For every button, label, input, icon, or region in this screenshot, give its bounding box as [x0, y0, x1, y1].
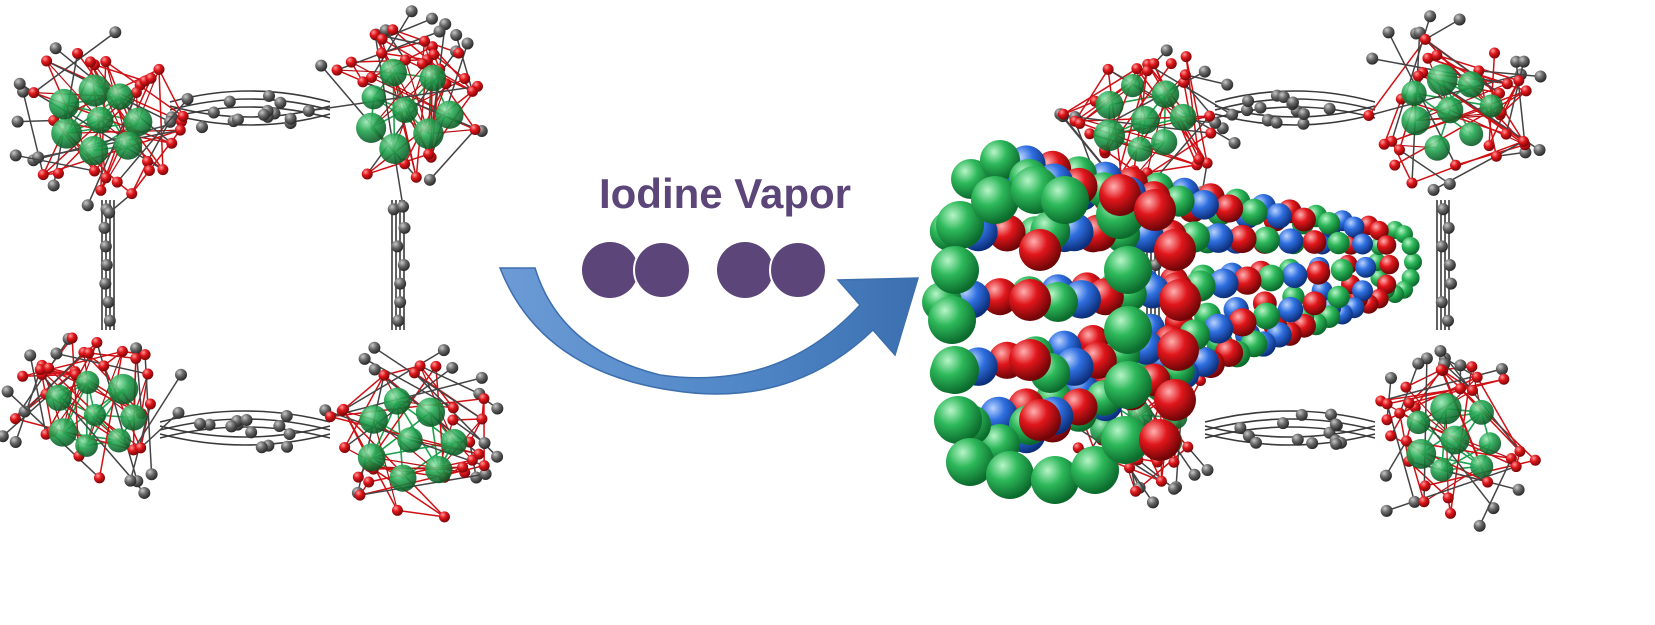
mof-framework-left-icon [0, 5, 504, 523]
iodine-helix-icon [922, 140, 1422, 504]
iodine-molecule-1-icon [582, 241, 691, 299]
iodine-molecule-2-icon [717, 241, 827, 299]
iodine-vapor-label: Iodine Vapor [598, 170, 852, 217]
curved-arrow-icon [498, 267, 920, 395]
